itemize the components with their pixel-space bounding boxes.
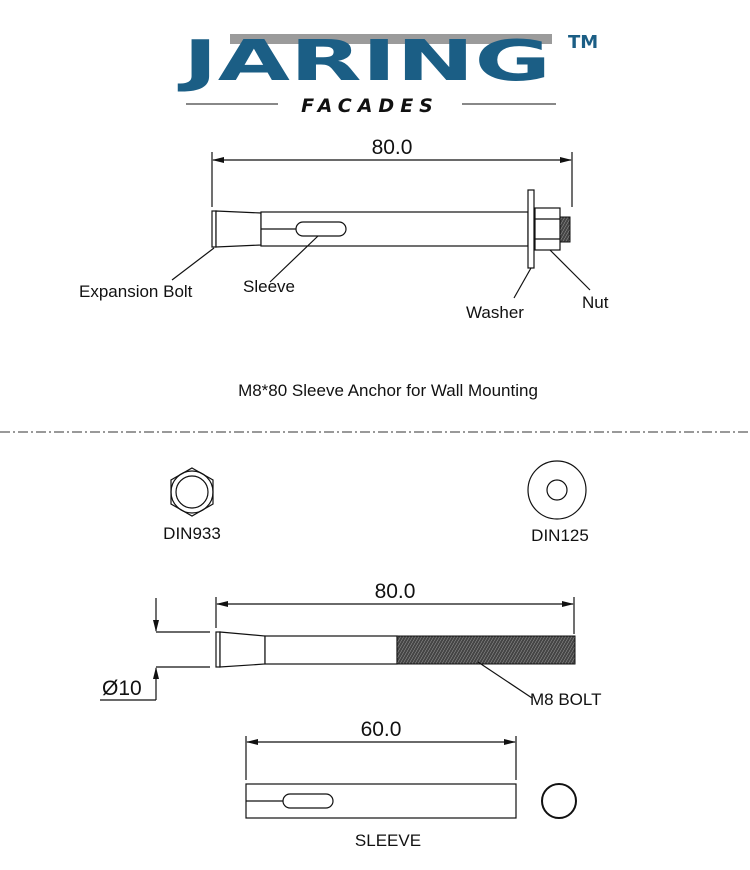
bolt-cone [219, 631, 266, 668]
bolt-shank [264, 635, 398, 665]
logo-trademark: TM [568, 32, 598, 53]
assembly-drawing: 80.0 Expansion Bolt Sleeve Washer Nut M8… [79, 136, 609, 400]
label-expansion-bolt: Expansion Bolt [79, 282, 193, 301]
bolt-length-dimension: 80.0 [375, 580, 416, 603]
label-din933: DIN933 [163, 524, 221, 543]
label-m8-bolt: M8 BOLT [530, 690, 601, 709]
sleeve-slot [282, 793, 334, 809]
bolt-thread-end [559, 216, 571, 243]
hex-nut-icon [170, 467, 214, 517]
sleeve-end-view [541, 783, 577, 819]
sleeve-slot [295, 221, 347, 237]
logo-brand-text: JARING [176, 29, 551, 94]
expansion-cone [215, 210, 262, 248]
nut-bore [175, 475, 209, 509]
washer-outer-icon [527, 460, 587, 520]
sleeve-length-dimension: 60.0 [361, 718, 402, 741]
label-din125: DIN125 [531, 526, 589, 545]
leader-line [171, 247, 215, 281]
washer-hole [546, 479, 568, 501]
label-nut: Nut [582, 293, 609, 312]
drawing-caption: M8*80 Sleeve Anchor for Wall Mounting [238, 381, 538, 400]
nut-chamfer-circle [170, 470, 214, 514]
nut [534, 207, 561, 251]
label-sleeve: Sleeve [243, 277, 295, 296]
bolt-thread [396, 635, 576, 665]
washer-top-view: DIN125 [527, 460, 589, 545]
sleeve-view: 60.0 SLEEVE [245, 718, 577, 850]
length-dimension: 80.0 [372, 136, 413, 159]
nut-top-view: DIN933 [163, 467, 221, 543]
leader-line [549, 249, 591, 291]
leader-line [513, 267, 532, 299]
leader-line [269, 235, 319, 283]
bolt-diameter-dimension: Ø10 [102, 677, 142, 700]
bolt-view: 80.0 Ø10 M8 BOLT [100, 580, 601, 709]
company-logo: JARING TM FACADES [176, 29, 598, 117]
label-sleeve-part: SLEEVE [355, 831, 421, 850]
label-washer: Washer [466, 303, 524, 322]
logo-subtitle: FACADES [301, 95, 439, 117]
washer [527, 189, 535, 269]
leader-line [477, 661, 533, 699]
logo-gray-accent [230, 34, 552, 44]
